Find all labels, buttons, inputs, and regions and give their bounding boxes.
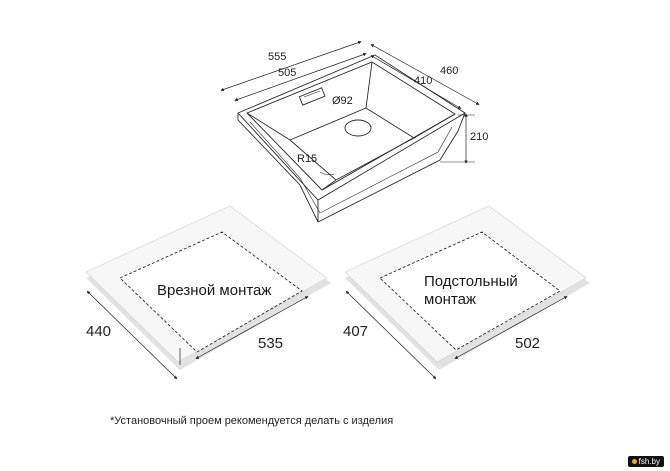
cutout-drop-in: 440 535 Врезной монтаж — [85, 205, 331, 380]
badge-dot-icon — [631, 459, 637, 464]
cutout1-width: 535 — [258, 335, 283, 352]
cutout-opening — [119, 231, 303, 353]
dim-radius: R15 — [297, 153, 317, 165]
cutout1-depth: 440 — [86, 323, 111, 340]
site-badge: fsh.by — [627, 456, 664, 467]
dim-width-inner: 505 — [278, 67, 296, 79]
dim-height: 210 — [470, 131, 488, 143]
cutout2-label-line1: Подстольный — [424, 273, 518, 290]
cutout-undermount: 407 502 Подстольный монтаж — [343, 205, 590, 380]
cutout2-depth: 407 — [343, 323, 368, 340]
footnote: *Установочный проем рекомендуется делать… — [110, 415, 394, 427]
cutout2-label-line2: монтаж — [424, 291, 476, 308]
badge-text: fsh.by — [638, 457, 660, 466]
dim-width-outer: 555 — [268, 51, 286, 63]
dim-drain: Ø92 — [332, 95, 353, 107]
dim-depth-outer: 460 — [440, 65, 458, 77]
drain — [344, 119, 372, 137]
cutout2-width: 502 — [515, 335, 540, 352]
dim-depth-inner: 410 — [414, 75, 432, 87]
sink-dimensions — [220, 40, 480, 164]
cutout1-label: Врезной монтаж — [157, 282, 271, 299]
